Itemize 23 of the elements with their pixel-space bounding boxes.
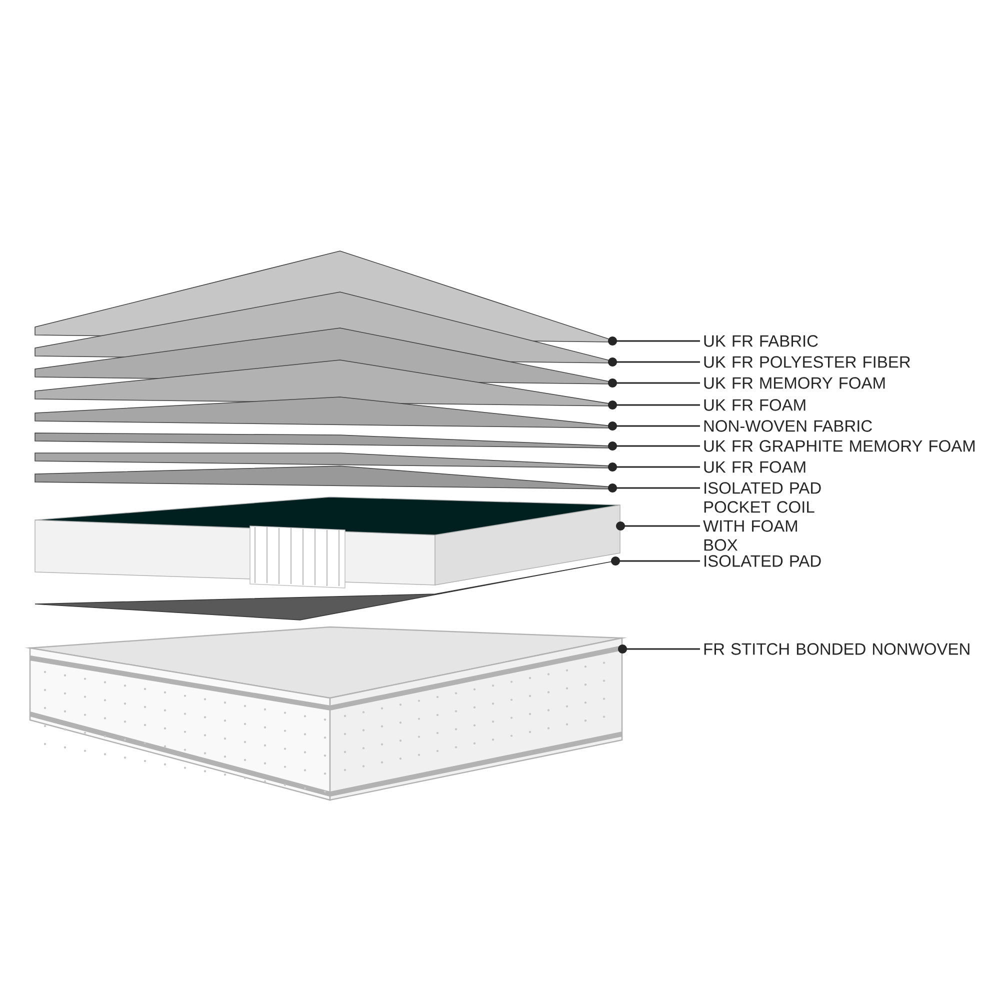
part-label: UK FR FABRIC (704, 335, 818, 347)
leader-line (608, 378, 700, 388)
leader-line (608, 422, 700, 430)
part-label: ISOLATED PAD (704, 482, 821, 494)
part-label: NON-WOVEN FABRIC (704, 420, 872, 432)
leader-line (608, 400, 700, 410)
leader-line (616, 522, 700, 530)
part-label: POCKET COIL WITH FOAM BOX (703, 501, 814, 551)
part-label: UK FR MEMORY FOAM (704, 377, 885, 389)
part-label: UK FR FOAM (704, 399, 806, 411)
part-label: FR STITCH BONDED NONWOVEN (704, 643, 970, 655)
part-label: UK FR POLYESTER FIBER (704, 356, 910, 368)
part-label: UK FR FOAM (704, 461, 806, 473)
leader-line (608, 336, 700, 346)
leader-line (608, 484, 700, 492)
part-label: ISOLATED PAD (704, 555, 821, 567)
leader-line (608, 442, 700, 450)
leader-line (608, 358, 700, 366)
part-label: UK FR GRAPHITE MEMORY FOAM (704, 440, 975, 452)
leader-line (618, 644, 700, 654)
leader-line (608, 462, 700, 472)
leader-line (611, 556, 700, 566)
coil-unit-drawing (34, 496, 620, 588)
